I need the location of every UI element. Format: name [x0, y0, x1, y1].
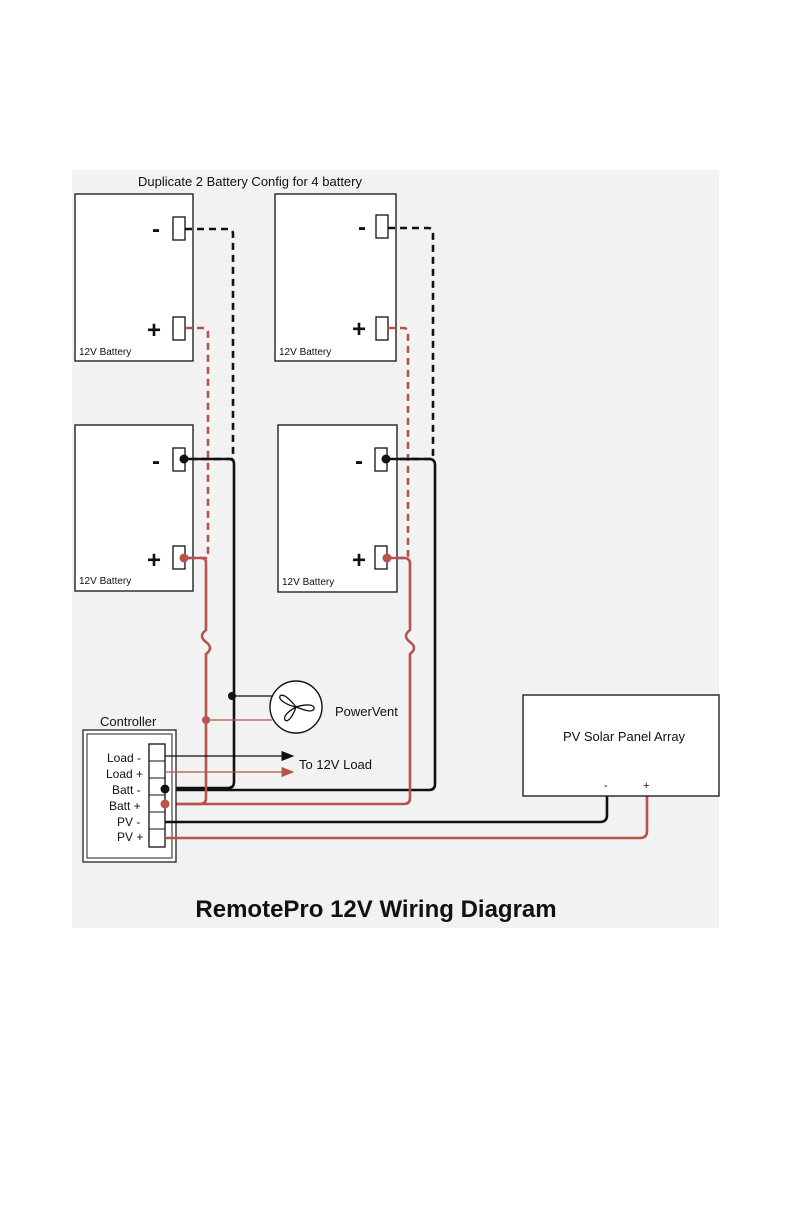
pv-title: PV Solar Panel Array: [563, 729, 686, 744]
battery-top-left: - + 12V Battery: [75, 194, 193, 361]
battery-neg-sign: -: [358, 214, 366, 241]
header-note: Duplicate 2 Battery Config for 4 battery: [138, 174, 363, 189]
junction-dot: [161, 800, 170, 809]
terminal-load-neg: Load -: [107, 751, 141, 765]
battery-bottom-left: - + 12V Battery: [75, 425, 193, 591]
terminal-pv-neg: PV -: [117, 815, 140, 829]
controller-title: Controller: [100, 714, 157, 729]
battery-label: 12V Battery: [79, 347, 131, 358]
terminal-load-pos: Load +: [106, 767, 143, 781]
battery-label: 12V Battery: [282, 577, 334, 588]
junction-dot: [228, 692, 236, 700]
fan-label: PowerVent: [335, 704, 398, 719]
battery-neg-sign: -: [152, 448, 160, 475]
battery-neg-sign: -: [355, 448, 363, 475]
battery-pos-sign: +: [147, 547, 161, 574]
junction-dot: [383, 554, 392, 563]
battery-pos-terminal: [173, 317, 185, 340]
junction-dot: [382, 455, 391, 464]
battery-neg-terminal: [376, 215, 388, 238]
pv-neg-label: -: [604, 780, 608, 792]
battery-pos-terminal: [376, 317, 388, 340]
battery-label: 12V Battery: [279, 347, 331, 358]
battery-neg-terminal: [173, 217, 185, 240]
terminal-batt-pos: Batt +: [109, 799, 141, 813]
battery-neg-sign: -: [152, 216, 160, 243]
terminal-batt-neg: Batt -: [112, 783, 141, 797]
junction-dot: [202, 716, 210, 724]
terminal-pv-pos: PV +: [117, 830, 143, 844]
pv-pos-label: +: [643, 780, 649, 792]
battery-pos-sign: +: [352, 316, 366, 343]
battery-pos-sign: +: [147, 317, 161, 344]
diagram-title: RemotePro 12V Wiring Diagram: [195, 896, 556, 923]
battery-label: 12V Battery: [79, 576, 131, 587]
battery-top-right: - + 12V Battery: [275, 194, 396, 361]
junction-dot: [180, 455, 189, 464]
fan-icon: [270, 681, 322, 733]
pv-panel-box: [523, 695, 719, 796]
battery-pos-sign: +: [352, 547, 366, 574]
junction-dot: [161, 785, 170, 794]
load-label: To 12V Load: [299, 757, 372, 772]
battery-bottom-right: - + 12V Battery: [278, 425, 397, 592]
junction-dot: [180, 554, 189, 563]
